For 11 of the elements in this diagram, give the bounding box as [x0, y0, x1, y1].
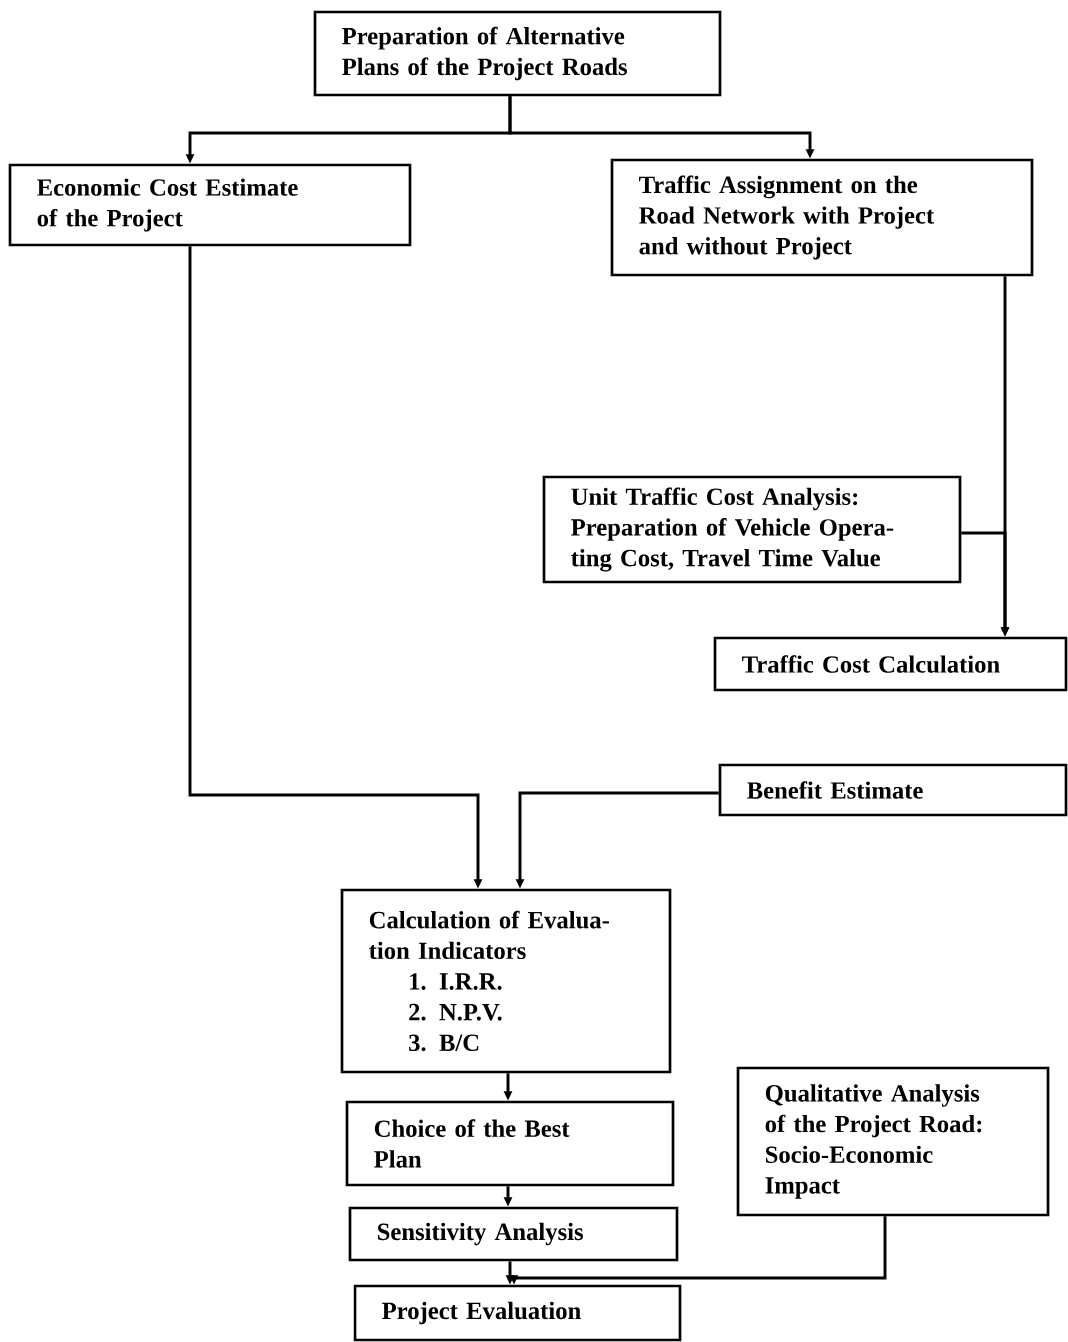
process-box: Unit Traffic Cost Analysis: Preparation of Vehicle Opera- ting Cost, Travel Time Value	[542, 475, 962, 584]
process-box: Traffic Cost Calculation	[713, 636, 1068, 692]
process-box: Sensitivity Analysis	[348, 1206, 679, 1262]
process-box: Traffic Assignment on the Road Network with Project and without Project	[610, 158, 1034, 277]
process-box: Project Evaluation	[353, 1284, 682, 1342]
process-box: Economic Cost Estimate of the Project	[8, 163, 412, 247]
process-box: Calculation of Evalua- tion Indicators 1. I.R.R. 2. N.P.V. 3. B/C	[340, 888, 672, 1074]
process-box: Choice of the Best Plan	[345, 1100, 675, 1187]
process-box: Qualitative Analysis of the Project Road: Socio-Economic Impact	[736, 1066, 1050, 1217]
process-box: Preparation of Alternative Plans of the Project Roads	[313, 10, 722, 97]
process-box: Benefit Estimate	[718, 763, 1068, 817]
